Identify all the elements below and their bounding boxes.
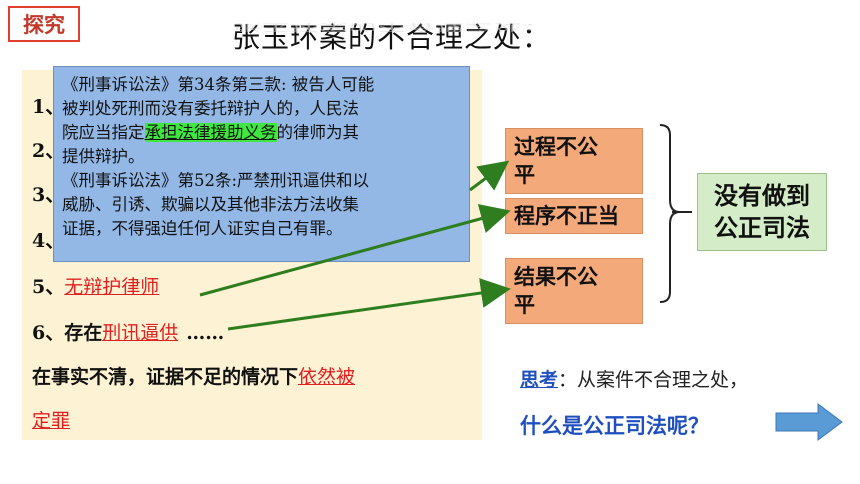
conclusion-line-2: 定罪 bbox=[32, 406, 70, 433]
question-text: 什么是公正司法呢？ bbox=[520, 414, 709, 438]
popup-line-3: 院应当指定承担法律援助义务的律师为其 bbox=[62, 121, 461, 145]
popup-line-6: 威胁、引诱、欺骗以及其他非法方法收集 bbox=[62, 195, 359, 214]
list-item-6-prefix: 6、存在 bbox=[32, 322, 103, 344]
result-unfair-line-2: 平 bbox=[514, 293, 535, 317]
next-arrow-icon bbox=[775, 403, 843, 441]
list-item-5: 5、无辩护律师 bbox=[32, 272, 159, 299]
no-defense-lawyer-text: 无辩护律师 bbox=[64, 276, 160, 298]
popup-line-2: 被判处死刑而没有委托辩护人的，人民法 bbox=[62, 99, 359, 118]
procedure-improper-text: 程序不正当 bbox=[514, 204, 619, 228]
page-title: 张玉环案的不合理之处： bbox=[232, 21, 552, 54]
inquiry-tag: 探究 bbox=[8, 6, 80, 42]
popup-line-3-b: 的律师为其 bbox=[276, 123, 360, 142]
popup-line-4: 提供辩护。 bbox=[62, 147, 145, 166]
list-item-6: 6、存在刑讯逼供 …… bbox=[32, 318, 224, 345]
no-fair-justice-line-1: 没有做到 bbox=[714, 182, 810, 210]
think-line: 思考：从案件不合理之处， bbox=[520, 365, 748, 392]
procedure-improper-box: 程序不正当 bbox=[505, 198, 643, 234]
result-unfair-line-1: 结果不公 bbox=[514, 265, 598, 289]
arrow-to-process-box bbox=[469, 160, 510, 192]
think-text: ：从案件不合理之处， bbox=[558, 369, 749, 391]
convicted-text: 定罪 bbox=[32, 410, 71, 432]
no-fair-justice-box: 没有做到 公正司法 bbox=[697, 173, 827, 251]
think-keyword: 思考 bbox=[520, 369, 559, 391]
result-unfair-box: 结果不公 平 bbox=[505, 258, 643, 324]
process-unfair-line-2: 平 bbox=[514, 163, 535, 187]
popup-line-5: 《刑事诉讼法》第52条:严禁刑讯逼供和以 bbox=[62, 171, 370, 190]
process-unfair-box: 过程不公 平 bbox=[505, 128, 643, 194]
conclusion-line-1: 在事实不清，证据不足的情况下依然被 bbox=[32, 362, 355, 389]
right-brace bbox=[659, 124, 681, 303]
arrow-to-result-box bbox=[227, 278, 511, 331]
popup-line-1: 《刑事诉讼法》第34条第三款: 被告人可能 bbox=[62, 75, 375, 94]
list-item-6-suffix: …… bbox=[186, 322, 225, 344]
process-unfair-line-1: 过程不公 bbox=[514, 135, 598, 159]
legal-aid-highlight: 承担法律援助义务 bbox=[144, 123, 277, 142]
still-convicted-text: 依然被 bbox=[298, 366, 356, 388]
no-fair-justice-line-2: 公正司法 bbox=[714, 214, 810, 242]
popup-line-7: 证据，不得强迫任何人证实自己有罪。 bbox=[62, 219, 343, 238]
popup-line-3-a: 院应当指定 bbox=[62, 123, 145, 142]
conclusion-prefix: 在事实不清，证据不足的情况下 bbox=[32, 366, 299, 388]
torture-text: 刑讯逼供 bbox=[102, 322, 179, 344]
law-citation-popup: 《刑事诉讼法》第34条第三款: 被告人可能 被判处死刑而没有委托辩护人的，人民法… bbox=[53, 66, 470, 262]
list-item-5-number: 5、 bbox=[32, 276, 65, 298]
arrow-to-procedure-box bbox=[199, 204, 511, 297]
